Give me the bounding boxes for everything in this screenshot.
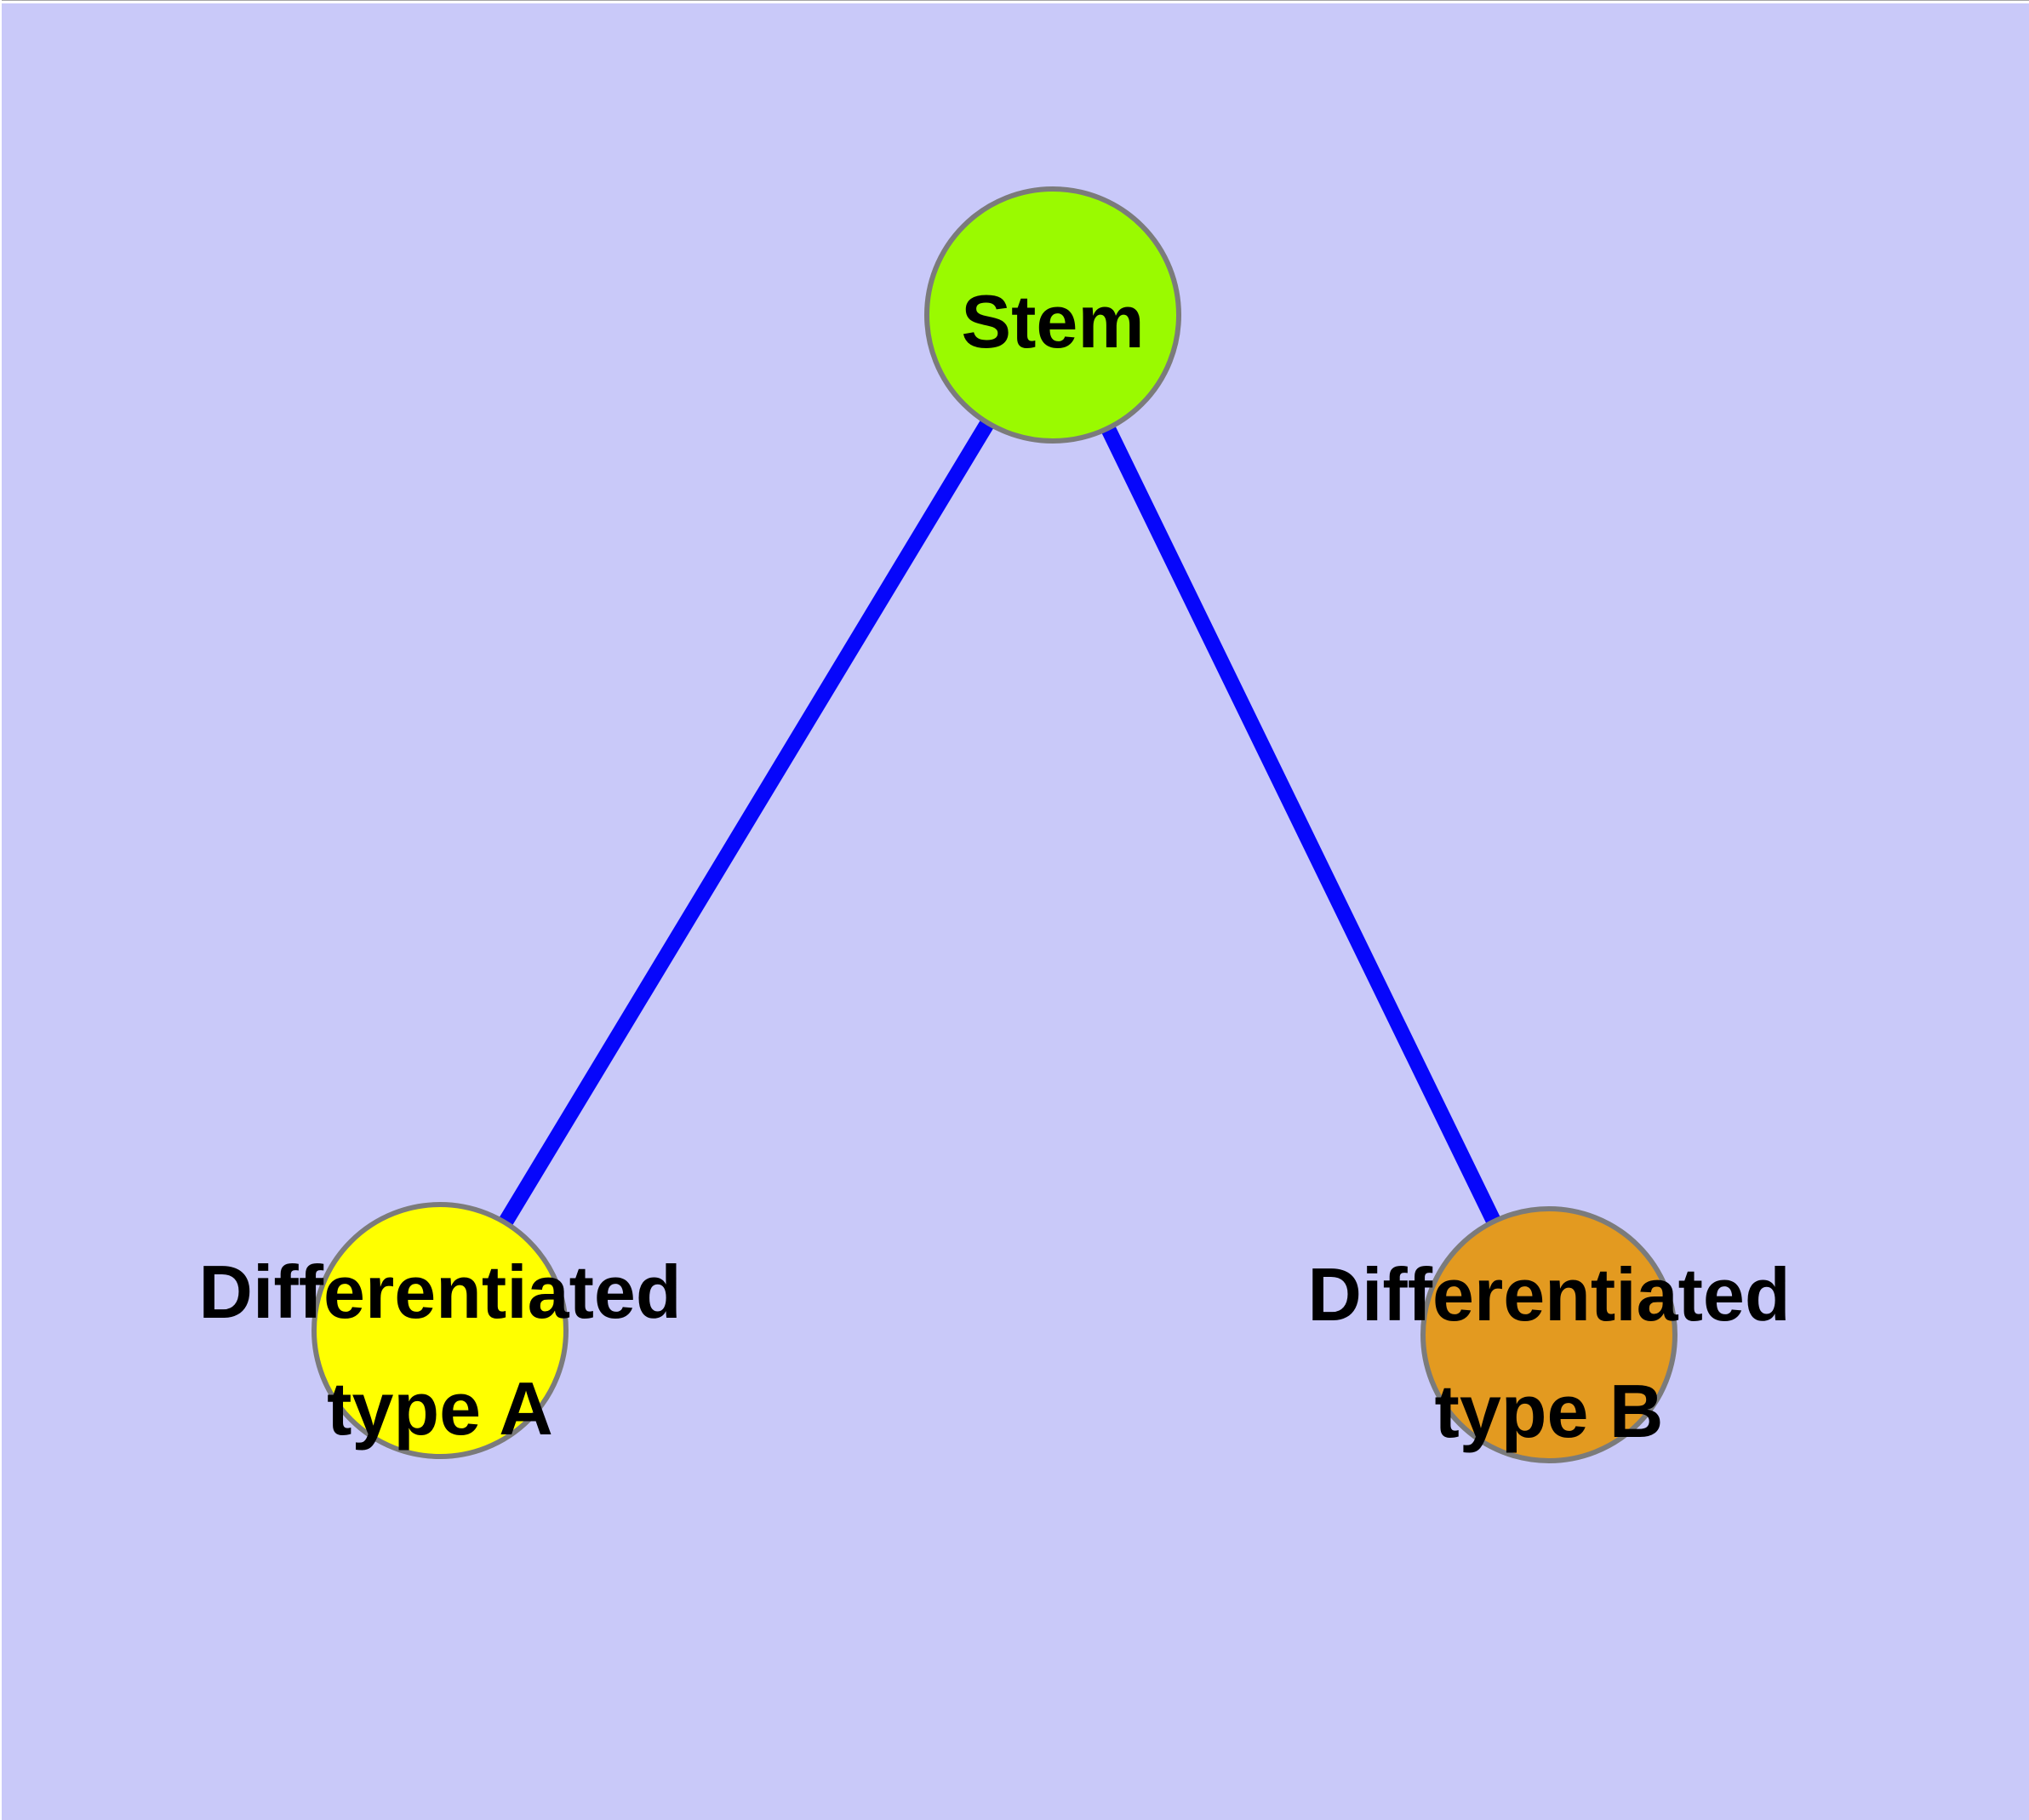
node-type-b-label: Differentiated type B — [1307, 1252, 1790, 1453]
node-stem-label: Stem — [961, 279, 1144, 363]
node-stem-label-line-1: Stem — [961, 279, 1144, 363]
node-type-b-circle — [1420, 1206, 1677, 1463]
top-edge-line — [0, 0, 2029, 1]
node-type-b: Differentiated type B — [1307, 1206, 1791, 1463]
node-type-a: Differentiated type A — [198, 1202, 682, 1459]
node-type-b-label-line-2: type B — [1435, 1369, 1664, 1453]
node-type-a-label-line-2: type A — [327, 1366, 553, 1451]
node-stem-circle — [924, 186, 1181, 444]
node-type-a-circle — [311, 1202, 569, 1459]
node-stem: Stem — [924, 186, 1181, 444]
top-strip — [0, 1, 2029, 3]
left-strip — [0, 0, 2, 1820]
node-type-b-label-line-1: Differentiated — [1307, 1252, 1790, 1336]
edge-stem-to-type-b — [1045, 312, 1557, 1338]
edge-stem-to-type-a — [433, 311, 1060, 1335]
node-type-a-label: Differentiated type A — [198, 1250, 681, 1451]
node-type-a-label-line-1: Differentiated — [198, 1250, 681, 1334]
